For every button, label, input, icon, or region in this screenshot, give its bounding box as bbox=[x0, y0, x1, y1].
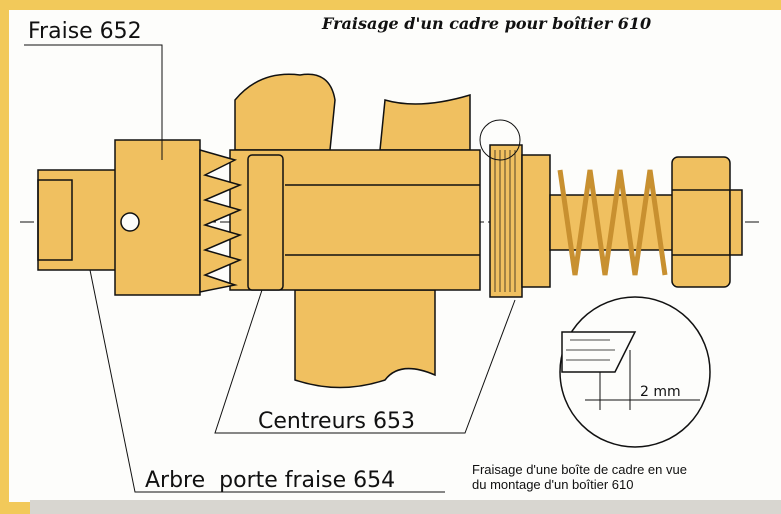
label-arbre: Arbre porte fraise 654 bbox=[145, 468, 395, 493]
detail-marker-circle bbox=[479, 119, 521, 161]
caption-line-2: du montage d'un boîtier 610 bbox=[472, 477, 634, 492]
leader-fraise bbox=[24, 44, 163, 160]
leader-centreurs bbox=[214, 289, 516, 434]
frame-tube-bottom bbox=[294, 289, 436, 389]
label-centreurs: Centreurs 653 bbox=[258, 409, 415, 434]
arbor-end bbox=[37, 169, 119, 271]
collar bbox=[521, 154, 551, 288]
cutter-pin bbox=[120, 212, 140, 232]
shaft-end bbox=[729, 189, 743, 256]
figure-caption: Fraisage d'une boîte de cadre en vue du … bbox=[472, 462, 687, 492]
frame-tube-top-left bbox=[234, 73, 336, 151]
label-fraise: Fraise 652 bbox=[28, 19, 142, 44]
frame-tube-top-right bbox=[379, 93, 471, 151]
leader-arbre bbox=[89, 269, 445, 493]
centering-ring-left bbox=[247, 154, 284, 291]
caption-line-1: Fraisage d'une boîte de cadre en vue bbox=[472, 462, 687, 477]
figure-title: Fraisage d'un cadre pour boîtier 610 bbox=[322, 14, 652, 33]
dimension-text: 2 mm bbox=[640, 384, 681, 400]
spring bbox=[557, 169, 668, 276]
cutter-teeth bbox=[199, 149, 243, 293]
hex-nut bbox=[671, 156, 731, 288]
bottom-strip bbox=[30, 500, 781, 514]
